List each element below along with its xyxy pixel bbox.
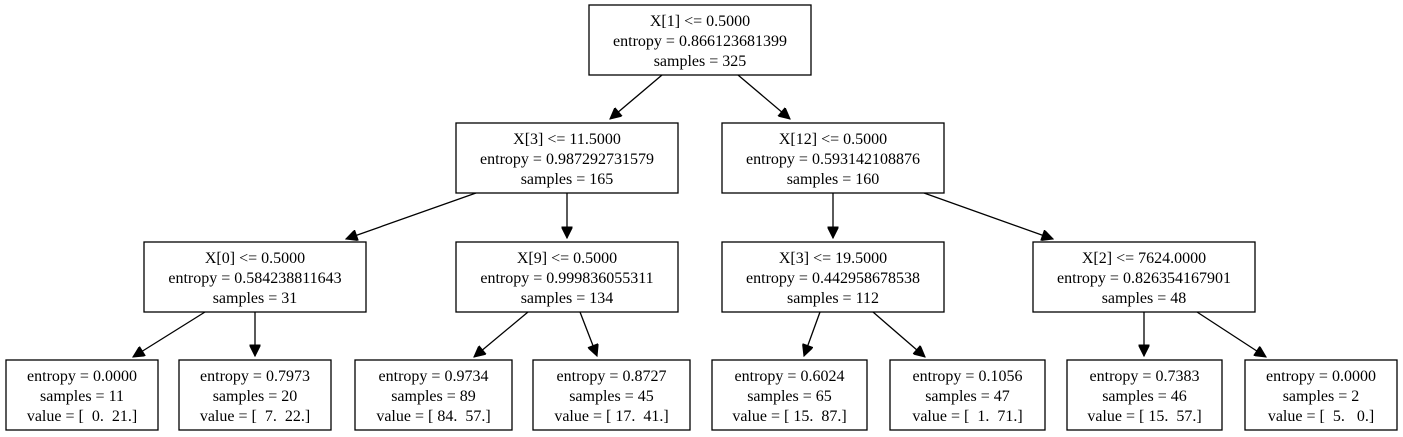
node-line-3: value = [ 0. 21.] (27, 408, 137, 425)
node-line-1: entropy = 0.6024 (735, 368, 845, 385)
node-line-1: X[0] <= 0.5000 (205, 250, 305, 267)
node-line-2: samples = 20 (213, 388, 298, 405)
node-line-3: samples = 165 (521, 171, 614, 188)
edge-n2-n6 (923, 192, 1053, 239)
node-box (588, 4, 812, 76)
node-line-1: entropy = 0.7973 (200, 368, 310, 385)
node-line-1: entropy = 0.0000 (1266, 368, 1376, 385)
node-line-2: entropy = 0.584238811643 (168, 270, 341, 287)
tree-node-n3: X[0] <= 0.5000 entropy = 0.584238811643 sa… (143, 241, 367, 313)
node-line-3: value = [ 1. 71.] (912, 408, 1022, 425)
node-line-1: X[2] <= 7624.0000 (1082, 250, 1206, 267)
edge-n5-n12 (872, 311, 925, 357)
node-line-3: samples = 160 (787, 171, 880, 188)
tree-edges (133, 74, 1266, 357)
node-line-2: samples = 11 (40, 388, 124, 405)
node-line-2: entropy = 0.826354167901 (1057, 270, 1231, 287)
node-line-1: X[9] <= 0.5000 (517, 250, 617, 267)
node-box (721, 241, 945, 313)
edge-n3-n7 (133, 311, 206, 357)
node-box (1032, 241, 1256, 313)
tree-node-n6: X[2] <= 7624.0000 entropy = 0.82635416790… (1032, 241, 1256, 313)
node-box (889, 359, 1046, 431)
node-line-1: entropy = 0.1056 (913, 368, 1023, 385)
node-line-2: entropy = 0.442958678538 (746, 270, 920, 287)
tree-node-n12: entropy = 0.1056 samples = 47 value = [ 1.… (889, 359, 1046, 431)
node-line-2: samples = 89 (391, 388, 476, 405)
node-line-3: value = [ 7. 22.] (200, 408, 310, 425)
node-box (455, 122, 679, 194)
node-box (455, 241, 679, 313)
edge-n0-n2 (737, 74, 790, 119)
node-box (532, 359, 691, 431)
node-line-3: samples = 112 (787, 290, 879, 307)
node-box (721, 122, 945, 194)
node-line-1: X[3] <= 19.5000 (779, 250, 887, 267)
node-line-2: samples = 2 (1283, 388, 1360, 405)
node-line-3: samples = 325 (654, 53, 747, 70)
node-box (354, 359, 513, 431)
edge-n5-n11 (804, 311, 821, 356)
node-box (5, 359, 159, 431)
tree-node-n11: entropy = 0.6024 samples = 65 value = [ 15… (711, 359, 868, 431)
node-line-1: entropy = 0.8727 (557, 368, 667, 385)
tree-node-n7: entropy = 0.0000 samples = 11 value = [ 0.… (5, 359, 159, 431)
node-line-1: X[1] <= 0.5000 (650, 13, 750, 30)
tree-node-n14: entropy = 0.0000 samples = 2 value = [ 5. … (1244, 359, 1398, 431)
node-line-3: samples = 31 (213, 290, 298, 307)
tree-node-n8: entropy = 0.7973 samples = 20 value = [ 7.… (178, 359, 332, 431)
node-box (1066, 359, 1223, 431)
node-line-1: entropy = 0.9734 (379, 368, 489, 385)
tree-nodes: X[1] <= 0.5000 entropy = 0.866123681399 sa… (5, 4, 1398, 431)
tree-node-n2: X[12] <= 0.5000 entropy = 0.593142108876 s… (721, 122, 945, 194)
edge-n4-n9 (474, 311, 529, 357)
node-line-1: X[3] <= 11.5000 (513, 131, 621, 148)
node-line-3: value = [ 5. 0.] (1268, 408, 1374, 425)
node-line-3: samples = 134 (521, 290, 614, 307)
node-line-3: samples = 48 (1102, 290, 1187, 307)
node-line-2: samples = 47 (925, 388, 1010, 405)
edge-n4-n10 (579, 311, 597, 356)
node-line-1: entropy = 0.7383 (1090, 368, 1200, 385)
node-line-3: value = [ 17. 41.] (554, 408, 668, 425)
node-line-2: entropy = 0.593142108876 (746, 151, 920, 168)
node-box (1244, 359, 1398, 431)
tree-node-n13: entropy = 0.7383 samples = 46 value = [ 15… (1066, 359, 1223, 431)
node-line-3: value = [ 15. 57.] (1087, 408, 1201, 425)
tree-node-n10: entropy = 0.8727 samples = 45 value = [ 17… (532, 359, 691, 431)
tree-node-n9: entropy = 0.9734 samples = 89 value = [ 84… (354, 359, 513, 431)
node-line-2: samples = 65 (747, 388, 832, 405)
tree-node-n0: X[1] <= 0.5000 entropy = 0.866123681399 sa… (588, 4, 812, 76)
node-line-2: entropy = 0.999836055311 (480, 270, 653, 287)
edge-n1-n3 (346, 192, 477, 239)
edge-n6-n14 (1196, 311, 1266, 357)
tree-node-n5: X[3] <= 19.5000 entropy = 0.442958678538 s… (721, 241, 945, 313)
node-line-2: entropy = 0.987292731579 (480, 151, 654, 168)
node-line-2: samples = 45 (569, 388, 654, 405)
node-line-1: entropy = 0.0000 (27, 368, 137, 385)
node-box (711, 359, 868, 431)
node-box (143, 241, 367, 313)
node-box (178, 359, 332, 431)
tree-node-n4: X[9] <= 0.5000 entropy = 0.999836055311 sa… (455, 241, 679, 313)
node-line-3: value = [ 84. 57.] (376, 408, 490, 425)
node-line-3: value = [ 15. 87.] (732, 408, 846, 425)
edge-n0-n1 (610, 74, 663, 119)
node-line-2: samples = 46 (1102, 388, 1187, 405)
node-line-2: entropy = 0.866123681399 (613, 33, 787, 50)
tree-node-n1: X[3] <= 11.5000 entropy = 0.987292731579 s… (455, 122, 679, 194)
node-line-1: X[12] <= 0.5000 (779, 131, 887, 148)
